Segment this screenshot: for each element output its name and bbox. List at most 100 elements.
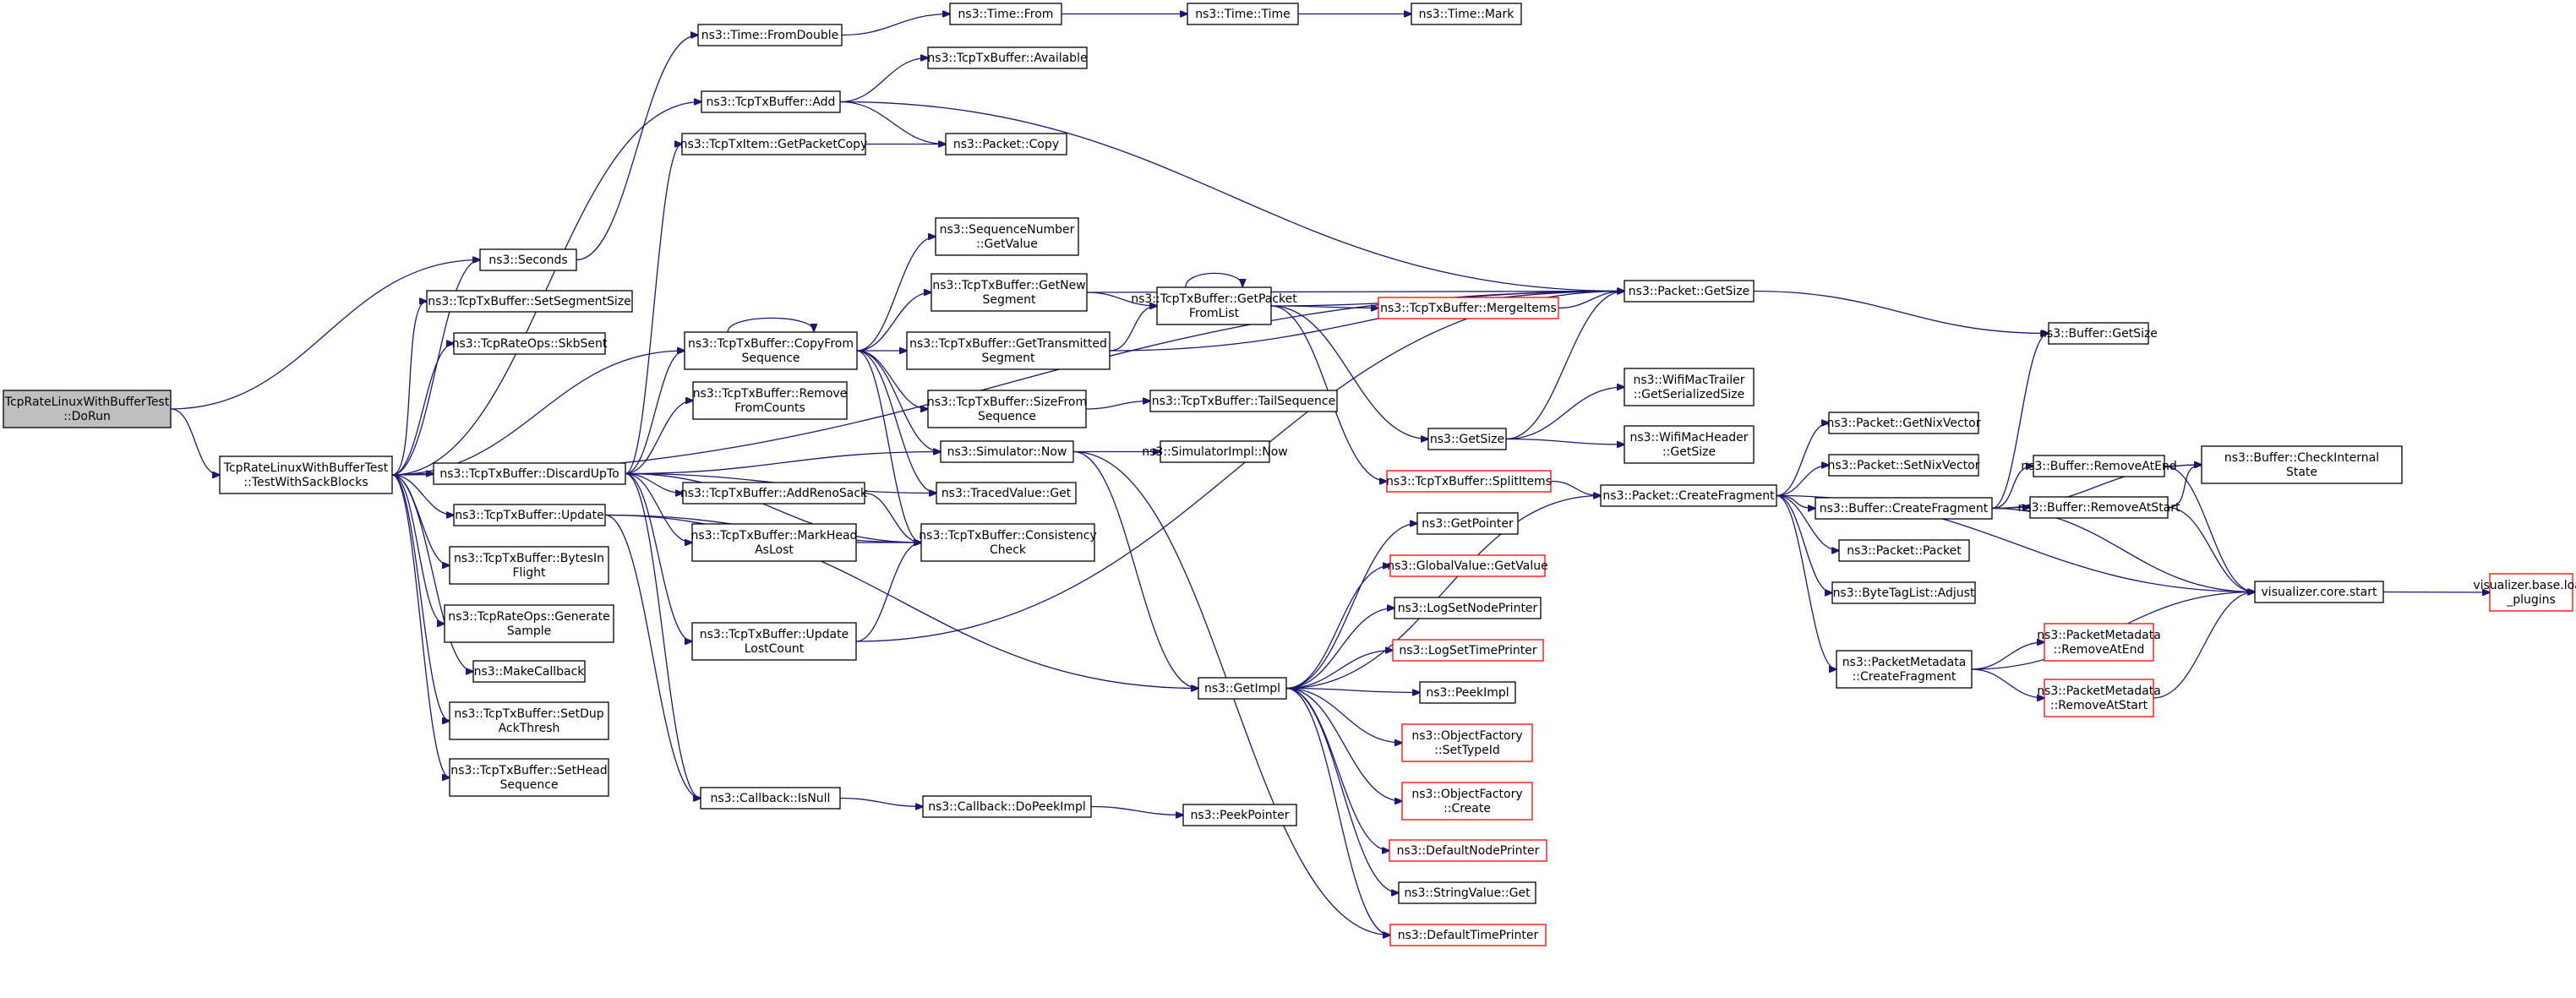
node-timeFromDouble[interactable]: ns3::Time::FromDouble [697,24,843,46]
node-timeTime[interactable]: ns3::Time::Time [1187,3,1299,25]
node-addRenoSack[interactable]: ns3::TcpTxBuffer::AddRenoSack [680,482,868,504]
node-box [949,3,1062,25]
edge-getTransmitted-to-packetGetSize [1109,292,1624,352]
node-label-line: ns3::PeekPointer [1191,809,1290,822]
node-timeFrom[interactable]: ns3::Time::From [949,3,1062,25]
node-bufRemoveAtStart[interactable]: ns3::Buffer::RemoveAtStart [2017,496,2180,519]
node-update[interactable]: ns3::TcpTxBuffer::Update [453,504,606,526]
node-box [691,622,857,661]
node-getPointer[interactable]: ns3::GetPointer [1416,512,1519,535]
node-discardUpTo[interactable]: ns3::TcpTxBuffer::DiscardUpTo [433,462,626,485]
node-makeCallback[interactable]: ns3::MakeCallback [472,660,586,683]
node-label-line: ns3::Packet::SetNixVector [1828,459,1980,472]
edge-discardUpTo-to-simNow [625,452,941,475]
node-simNow[interactable]: ns3::Simulator::Now [940,440,1074,463]
node-wifiHeader[interactable]: ns3::WifiMacHeader::GetSize [1624,425,1755,464]
node-doPeekImpl[interactable]: ns3::Callback::DoPeekImpl [922,795,1092,818]
node-seqGetValue[interactable]: ns3::SequenceNumber::GetValue [935,217,1079,256]
node-label-line: ns3::Seconds [488,254,567,267]
node-peekImpl[interactable]: ns3::PeekImpl [1419,681,1516,704]
node-label-line: ns3::Buffer::CreateFragment [1820,502,1989,515]
node-label-line: ns3::Buffer::RemoveAtEnd [2021,460,2176,473]
node-createFragment[interactable]: ns3::Packet::CreateFragment [1600,484,1777,507]
node-available[interactable]: ns3::TcpTxBuffer::Available [927,46,1088,69]
node-tailSequence[interactable]: ns3::TcpTxBuffer::TailSequence [1149,390,1338,412]
node-packetGetSize[interactable]: ns3::Packet::GetSize [1624,280,1755,303]
node-tracedGet[interactable]: ns3::TracedValue::Get [936,482,1077,504]
node-label-line: ns3::Time::From [958,8,1054,21]
node-getImpl[interactable]: ns3::GetImpl [1198,677,1287,700]
edge-getImpl-to-globalGetValue [1285,566,1390,690]
node-logSetNodePrinter[interactable]: ns3::LogSetNodePrinter [1394,597,1542,619]
node-seconds[interactable]: ns3::Seconds [479,248,577,271]
node-simImplNow[interactable]: ns3::SimulatorImpl::Now [1142,440,1288,463]
node-getNixVector[interactable]: ns3::Packet::GetNixVector [1827,412,1981,434]
node-label-line: ::RemoveAtStart [2050,699,2148,712]
node-bufGetSize[interactable]: ns3::Buffer::GetSize [2039,322,2158,345]
node-box [1427,428,1507,450]
node-pmRemoveAtStart[interactable]: ns3::PacketMetadata::RemoveAtStart [2037,679,2161,717]
node-defaultNodePrinter[interactable]: ns3::DefaultNodePrinter [1389,839,1547,862]
node-logSetTimePrinter[interactable]: ns3::LogSetTimePrinter [1392,639,1544,662]
node-label-line: ns3::SimulatorImpl::Now [1142,445,1288,459]
edge-getImpl-to-ofSetTypeId [1285,687,1402,744]
node-visStart[interactable]: visualizer.core.start [2254,581,2384,603]
node-box [927,46,1088,69]
node-box [426,290,633,313]
node-box [1624,425,1755,464]
edge-getImpl-to-ofCreate [1285,687,1402,802]
node-label-line: ns3::TcpTxItem::GetPacketCopy [680,138,868,151]
node-box [1815,497,1993,520]
node-peekPointer[interactable]: ns3::PeekPointer [1182,804,1297,826]
edge-update-to-callbackIsNull [604,514,701,799]
node-label-line: ns3::Simulator::Now [947,445,1067,459]
node-stringValueGet[interactable]: ns3::StringValue::Get [1398,881,1536,904]
node-visLoad[interactable]: visualizer.base.load_plugins [2473,573,2576,612]
node-callbackIsNull[interactable]: ns3::Callback::IsNull [700,787,841,810]
edge-discardUpTo-to-getPacketCopy [625,145,682,475]
node-ofSetTypeId[interactable]: ns3::ObjectFactory::SetTypeId [1401,723,1533,762]
node-byteTagAdjust[interactable]: ns3::ByteTagList::Adjust [1831,581,1976,604]
node-timeMark[interactable]: ns3::Time::Mark [1411,3,1522,25]
node-skbSent[interactable]: ns3::TcpRateOps::SkbSent [452,332,608,355]
node-testWithSack[interactable]: TcpRateLinuxWithBufferTest::TestWithSack… [219,455,393,494]
node-label-line: ns3::ByteTagList::Adjust [1833,586,1975,600]
node-globalGetValue[interactable]: ns3::GlobalValue::GetValue [1387,554,1548,577]
node-setSegSize[interactable]: ns3::TcpTxBuffer::SetSegmentSize [426,290,633,313]
node-txAdd[interactable]: ns3::TcpTxBuffer::Add [701,90,841,113]
node-packetCopy[interactable]: ns3::Packet::Copy [945,133,1067,155]
node-label-line: visualizer.base.load [2473,579,2576,592]
node-doRun[interactable]: TcpRateLinuxWithBufferTest::DoRun [3,390,172,428]
node-box [1389,924,1547,946]
edge-discardUpTo-to-addRenoSack [625,472,683,494]
node-pmCreateFragment[interactable]: ns3::PacketMetadata::CreateFragment [1836,650,1973,689]
node-wifiTrailer[interactable]: ns3::WifiMacTrailer::GetSerializedSize [1624,368,1755,406]
node-ofCreate[interactable]: ns3::ObjectFactory::Create [1401,782,1533,821]
node-nsGetSize[interactable]: ns3::GetSize [1427,428,1507,450]
node-bufCreateFragment[interactable]: ns3::Buffer::CreateFragment [1815,497,1993,520]
node-pmRemoveAtEnd[interactable]: ns3::PacketMetadata::RemoveAtEnd [2037,623,2161,662]
node-getPacketCopy[interactable]: ns3::TcpTxItem::GetPacketCopy [680,133,868,155]
node-mergeItems[interactable]: ns3::TcpTxBuffer::MergeItems [1378,297,1559,319]
node-bufRemoveAtEnd[interactable]: ns3::Buffer::RemoveAtEnd [2021,455,2177,477]
node-packetPacket[interactable]: ns3::Packet::Packet [1838,539,1970,562]
node-splitItems[interactable]: ns3::TcpTxBuffer::SplitItems [1386,470,1552,493]
node-defaultTimePrinter[interactable]: ns3::DefaultTimePrinter [1389,924,1547,946]
node-setNixVector[interactable]: ns3::Packet::SetNixVector [1828,454,1980,477]
node-label-line: ns3::StringValue::Get [1404,886,1531,900]
node-label-line: ns3::Buffer::RemoveAtStart [2017,501,2180,515]
